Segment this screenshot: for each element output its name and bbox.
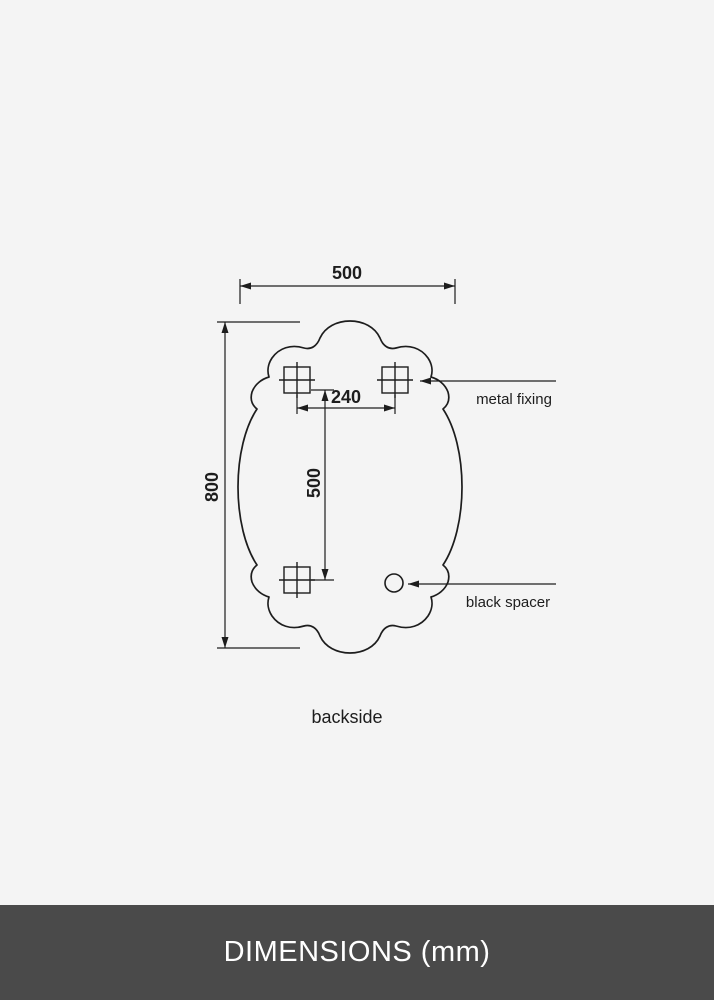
mirror-technical-drawing: 500 800 240 500 metal fixing black space… bbox=[202, 263, 556, 727]
mirror-outline bbox=[237, 320, 463, 654]
fixing-h-dimension-label: 240 bbox=[331, 387, 361, 407]
footer-bar: DIMENSIONS (mm) bbox=[0, 905, 714, 1000]
height-dimension-label: 800 bbox=[202, 472, 222, 502]
width-dimension-label: 500 bbox=[332, 263, 362, 283]
footer-title: DIMENSIONS (mm) bbox=[223, 936, 491, 968]
metal-fixing-bottom-left bbox=[279, 562, 315, 598]
fixing-v-dimension-label: 500 bbox=[304, 468, 324, 498]
black-spacer-symbol bbox=[384, 573, 404, 593]
metal-fixing-top-right bbox=[377, 362, 413, 398]
metal-fixing-top-left bbox=[279, 362, 315, 398]
backside-caption: backside bbox=[311, 707, 382, 727]
black-spacer-label: black spacer bbox=[466, 594, 550, 611]
metal-fixing-label: metal fixing bbox=[476, 391, 552, 408]
